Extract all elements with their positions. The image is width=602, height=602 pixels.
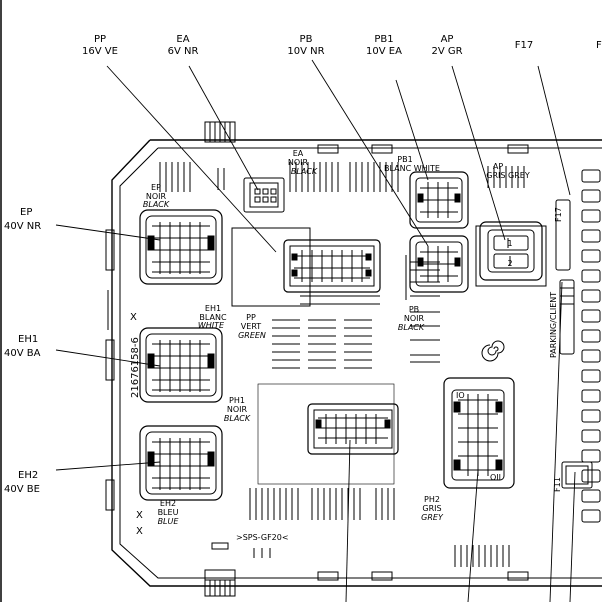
label-pb-code: PB xyxy=(300,34,313,45)
fuse-slot xyxy=(581,369,601,383)
board-eh2-code: EH2 xyxy=(160,499,176,508)
board-pb-fr: NOIR xyxy=(404,314,425,323)
label-pb1-spec: 10V EA xyxy=(366,46,402,57)
fuse-slot xyxy=(581,449,601,463)
fuse-slot xyxy=(581,189,601,203)
x-mark-1: X xyxy=(130,312,137,323)
x-mark-2: X xyxy=(136,510,143,521)
board-eh1-en: WHITE xyxy=(198,321,225,330)
board-ea-fr: NOIR xyxy=(288,158,309,167)
board-ap-colour: GRIS GREY xyxy=(486,171,530,180)
fuse-slot xyxy=(581,409,601,423)
board-pb1-code: PB1 xyxy=(397,155,412,164)
part-number: 21676158-6 xyxy=(130,337,141,398)
connector-ea xyxy=(243,177,285,213)
board-pb-code: PB xyxy=(409,305,419,314)
board-pp-code: PP xyxy=(246,313,256,322)
ap-pin-2: 2 xyxy=(507,259,512,268)
label-pp-code: PP xyxy=(94,34,106,45)
label-ea-code: EA xyxy=(176,34,189,45)
label-pb1-code: PB1 xyxy=(374,34,393,45)
connector-pp xyxy=(283,239,381,293)
label-ep-code: EP xyxy=(20,207,32,218)
fuse-slot xyxy=(581,289,601,303)
label-eh2-code: EH2 xyxy=(18,470,38,481)
fuse-slot xyxy=(581,429,601,443)
fuse-slot xyxy=(581,469,601,483)
board-pp-fr: VERT xyxy=(241,322,262,331)
board-ph1-en: BLACK xyxy=(224,414,251,423)
connector-pb xyxy=(409,235,469,293)
label-ep-spec: 40V NR xyxy=(4,221,41,232)
top-slots xyxy=(159,162,525,192)
board-pb-en: BLACK xyxy=(398,323,425,332)
ap-pin-1: 1 xyxy=(507,239,512,248)
board-eh1-code: EH1 xyxy=(205,304,221,313)
ph2-pin-top: IO xyxy=(456,391,465,400)
label-f17: F17 xyxy=(515,40,533,51)
board-eh2-en: BLUE xyxy=(158,517,180,526)
fuse-slot xyxy=(581,309,601,323)
bottom-slots xyxy=(249,488,510,567)
board-ap-code: AP xyxy=(493,162,503,171)
fuse-column xyxy=(555,169,601,523)
label-eh2-spec: 40V BE xyxy=(4,484,40,495)
label-ea-spec: 6V NR xyxy=(168,46,199,57)
label-eh1-code: EH1 xyxy=(18,334,38,345)
board-ep-code: EP xyxy=(151,183,161,192)
board-ea-code: EA xyxy=(293,149,304,158)
fuse-slot xyxy=(581,269,601,283)
fuse-slot xyxy=(581,249,601,263)
connector-ph2 xyxy=(443,377,515,489)
connector-ap xyxy=(479,221,543,281)
board-ph2-fr: GRIS xyxy=(422,504,441,513)
material-code: >SPS-GF20< xyxy=(236,533,289,542)
connector-eh1 xyxy=(139,327,223,403)
board-f17: F17 xyxy=(554,207,563,222)
fuse-slot xyxy=(581,389,601,403)
board-ep-en: BLACK xyxy=(143,200,170,209)
fuse-slot xyxy=(581,209,601,223)
board-pb1-colour: BLANC WHITE xyxy=(384,164,440,173)
fuse-slot xyxy=(581,229,601,243)
x-mark-3: X xyxy=(136,526,143,537)
connector-ph1 xyxy=(307,403,399,455)
middle-slots xyxy=(272,261,440,369)
frames xyxy=(231,225,547,485)
fuse-slot xyxy=(581,329,601,343)
label-pb-spec: 10V NR xyxy=(287,46,324,57)
board-ph1-fr: NOIR xyxy=(227,405,248,414)
label-pp-spec: 16V VE xyxy=(82,46,118,57)
leader-lines xyxy=(55,59,576,602)
board-ph2-en: GREY xyxy=(421,513,444,522)
fuse-slot xyxy=(581,489,601,503)
board-f11: F11 xyxy=(553,477,562,492)
connector-ep xyxy=(139,209,223,285)
board-eh2-fr: BLEU xyxy=(158,508,179,517)
board-ph1-code: PH1 xyxy=(229,396,245,405)
board-ep-fr: NOIR xyxy=(146,192,167,201)
ph2-pin-bottom: OII xyxy=(490,473,501,482)
spiral-icon xyxy=(481,340,505,362)
board-outline xyxy=(105,121,602,597)
label-ap-code: AP xyxy=(441,34,454,45)
connector-eh2 xyxy=(139,425,223,501)
board-ph2-code: PH2 xyxy=(424,495,440,504)
fuse-slot xyxy=(581,169,601,183)
label-edge: F xyxy=(596,40,602,51)
parking-label: PARKING/CLIENT xyxy=(549,292,558,358)
label-eh1-spec: 40V BA xyxy=(4,348,41,359)
fuse-slot xyxy=(581,509,601,523)
connector-pb1 xyxy=(409,171,469,229)
board-eh1-fr: BLANC xyxy=(199,313,227,322)
label-ap-spec: 2V GR xyxy=(431,46,462,57)
board-ea-en: BLACK xyxy=(291,167,318,176)
fuse-slot xyxy=(581,349,601,363)
board-pp-en: GREEN xyxy=(238,331,266,340)
